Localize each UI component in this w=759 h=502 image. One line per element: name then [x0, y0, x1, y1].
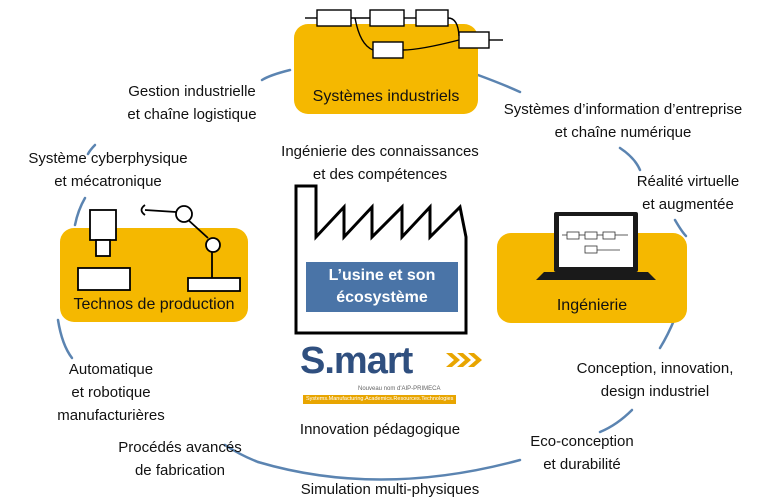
- arc-top-left: [260, 68, 292, 82]
- arc-bottom-right: [598, 408, 634, 434]
- factory-title: L’usine et son écosystème: [328, 267, 436, 306]
- label-conception-line2: design industriel: [600, 383, 710, 400]
- factory-title-box: L’usine et son écosystème: [306, 262, 458, 312]
- label-cyber-line1: Système cyberphysique: [28, 150, 188, 167]
- hub-label-left: Technos de production: [73, 296, 235, 313]
- caption-connaissances-line2: et des compétences: [312, 166, 448, 183]
- label-simulation-text: Simulation multi-physiques: [300, 481, 480, 498]
- caption-innovation: Innovation pédagogique: [280, 418, 480, 441]
- label-automatique-line3: manufacturières: [57, 407, 165, 424]
- label-systemes-info-line2: et chaîne numérique: [554, 124, 692, 141]
- label-systemes-info-line1: Systèmes d’information d’entreprise: [503, 101, 743, 118]
- label-gestion-line1: Gestion industrielle: [128, 83, 256, 100]
- label-automatique-line1: Automatique: [68, 361, 154, 378]
- smart-logo-rest: .mart: [324, 340, 413, 382]
- label-realite-line2: et augmentée: [642, 196, 734, 213]
- hub-label-right: Ingénierie: [556, 297, 628, 314]
- label-eco-line2: et durabilité: [543, 456, 621, 473]
- caption-connaissances: Ingénierie des connaissances et des comp…: [260, 140, 500, 186]
- arc-left-mid: [73, 196, 87, 227]
- label-realite: Réalité virtuelle et augmentée: [620, 170, 756, 216]
- label-simulation: Simulation multi-physiques: [280, 478, 500, 501]
- label-gestion: Gestion industrielle et chaîne logistiqu…: [104, 80, 280, 126]
- hub-systemes-industriels: Systèmes industriels: [294, 24, 478, 114]
- label-systemes-info: Systèmes d’information d’entreprise et c…: [488, 98, 758, 144]
- arc-bottom-mid: [256, 458, 522, 481]
- arc-top-right: [476, 73, 522, 94]
- arc-right-lower: [673, 218, 688, 238]
- arc-left-lower: [56, 318, 74, 360]
- caption-connaissances-line1: Ingénierie des connaissances: [281, 143, 479, 160]
- smart-logo-s: S: [300, 340, 325, 382]
- arc-right-upper: [618, 146, 642, 172]
- label-conception-line1: Conception, innovation,: [576, 360, 734, 377]
- arc-bottom-left: [223, 443, 260, 464]
- label-gestion-line2: et chaîne logistique: [127, 106, 257, 123]
- smart-logo-tagline: Systems.Manufacturing.Academics.Resource…: [303, 395, 457, 404]
- arc-left-upper: [86, 143, 97, 156]
- smart-logo-subtitle: Nouveau nom d'AIP-PRIMECA: [358, 386, 441, 392]
- label-procedes-line2: de fabrication: [134, 462, 226, 479]
- label-procedes: Procédés avancés de fabrication: [100, 436, 260, 482]
- label-automatique: Automatique et robotique manufacturières: [36, 358, 186, 427]
- label-cyber: Système cyberphysique et mécatronique: [8, 147, 208, 193]
- label-eco-line1: Eco-conception: [530, 433, 634, 450]
- label-cyber-line2: et mécatronique: [54, 173, 162, 190]
- caption-innovation-text: Innovation pédagogique: [299, 421, 461, 438]
- label-realite-line1: Réalité virtuelle: [636, 173, 740, 190]
- label-conception: Conception, innovation, design industrie…: [560, 357, 750, 403]
- hub-label-top: Systèmes industriels: [312, 88, 460, 105]
- label-automatique-line2: et robotique: [71, 384, 151, 401]
- label-eco: Eco-conception et durabilité: [512, 430, 652, 476]
- label-procedes-line1: Procédés avancés: [118, 439, 242, 456]
- smart-logo-word: S.mart: [300, 340, 413, 383]
